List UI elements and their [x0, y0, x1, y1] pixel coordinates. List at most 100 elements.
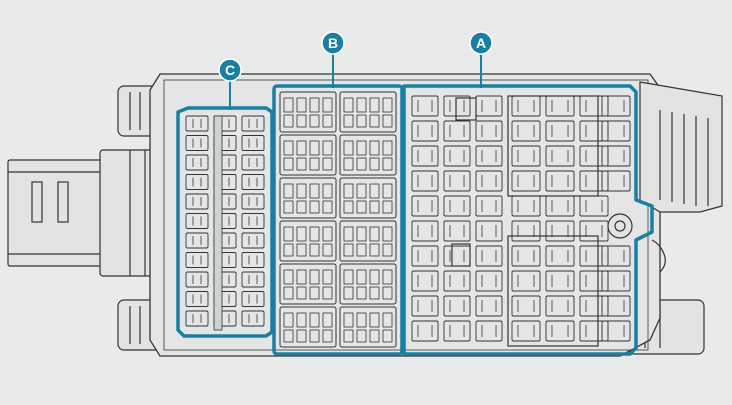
- fuse-slot: [511, 220, 541, 242]
- callout-a-label: A: [476, 35, 486, 51]
- fuse-slot: [511, 245, 541, 267]
- relay-slot: [279, 91, 337, 133]
- fuse-slot: [545, 270, 575, 292]
- fuse-slot: [443, 120, 471, 142]
- fuse-slot: [185, 310, 209, 327]
- fuse-slot: [545, 220, 575, 242]
- fuse-slot: [185, 291, 209, 307]
- fuse-slot: [545, 170, 575, 192]
- fuse-slot: [475, 170, 503, 192]
- fuse-slot: [411, 295, 439, 317]
- fuse-slot: [411, 320, 439, 342]
- section-b-outline: [272, 84, 404, 356]
- fuse-slot: [601, 95, 631, 117]
- fuse-slot: [601, 270, 631, 292]
- fuse-slot: [545, 120, 575, 142]
- callout-c: C: [218, 58, 242, 82]
- fuse-slot: [601, 170, 631, 192]
- callout-b: B: [321, 31, 345, 55]
- fuse-slot: [475, 295, 503, 317]
- fuse-slot: [511, 295, 541, 317]
- callout-leaders: [229, 54, 482, 110]
- fuse-slot: [443, 170, 471, 192]
- section-c-fuses: [185, 115, 265, 331]
- section-b-fuses: [279, 91, 397, 348]
- fuse-slot: [511, 270, 541, 292]
- fuse-slot: [241, 291, 265, 307]
- fuse-slot: [185, 252, 209, 268]
- fuse-slot: [411, 270, 439, 292]
- fuse-slot: [185, 271, 209, 288]
- relay-slot: [279, 177, 337, 219]
- relay-slot: [279, 220, 337, 262]
- fuse-slot: [185, 174, 209, 190]
- fuse-slot: [443, 270, 471, 292]
- fuse-slot: [475, 320, 503, 342]
- section-c-outline: [176, 106, 274, 338]
- fuse-slot: [443, 220, 471, 242]
- fuse-slot: [443, 95, 471, 117]
- fuse-slot: [185, 232, 209, 249]
- fuse-slot: [511, 320, 541, 342]
- callout-b-label: B: [328, 35, 338, 51]
- left-connector: [7, 149, 161, 277]
- fuse-slot: [241, 115, 265, 132]
- fuse-slot: [443, 195, 471, 217]
- fuse-slot: [545, 245, 575, 267]
- relay-slot: [339, 177, 397, 219]
- section-a-outline: [402, 84, 654, 356]
- fuse-slot: [545, 320, 575, 342]
- relay-slot: [339, 134, 397, 176]
- relay-slot: [279, 306, 337, 348]
- fuse-slot: [411, 245, 439, 267]
- fuse-slot: [241, 193, 265, 210]
- fuse-slot: [475, 120, 503, 142]
- fuse-slot: [443, 320, 471, 342]
- fuse-slot: [241, 232, 265, 249]
- fuse-slot: [241, 174, 265, 190]
- fuse-slot: [241, 310, 265, 327]
- fuse-slot: [241, 271, 265, 288]
- fuse-slot: [601, 295, 631, 317]
- fuse-slot: [475, 245, 503, 267]
- fuse-slot: [511, 170, 541, 192]
- fuse-slot: [475, 220, 503, 242]
- fuse-slot: [411, 95, 439, 117]
- fuse-slot: [185, 193, 209, 210]
- fuse-slot: [185, 135, 209, 151]
- callout-a: A: [469, 31, 493, 55]
- section-a-fuses: [411, 95, 631, 347]
- fuse-slot: [185, 115, 209, 132]
- fuse-slot: [411, 195, 439, 217]
- fuse-slot: [475, 270, 503, 292]
- section-outlines: [176, 84, 654, 356]
- fuse-slot: [443, 295, 471, 317]
- relay-slot: [339, 306, 397, 348]
- fuse-slot: [475, 195, 503, 217]
- fuse-slot: [411, 120, 439, 142]
- fuse-slot: [443, 145, 471, 167]
- relay-slot: [279, 134, 337, 176]
- relay-slot: [339, 220, 397, 262]
- callout-c-label: C: [225, 62, 235, 78]
- fuse-slot: [241, 252, 265, 268]
- fuse-slot: [545, 145, 575, 167]
- fuse-slot: [411, 220, 439, 242]
- fuse-slot: [511, 120, 541, 142]
- fuse-slot: [411, 145, 439, 167]
- fuse-slot: [545, 295, 575, 317]
- fuse-slot: [601, 145, 631, 167]
- fuse-slot: [579, 220, 609, 242]
- fuse-slot: [185, 213, 209, 229]
- relay-slot: [279, 263, 337, 305]
- relay-slot: [339, 91, 397, 133]
- fuse-slot: [241, 135, 265, 151]
- right-bracket: [607, 81, 723, 273]
- fuse-slot: [241, 154, 265, 171]
- fuse-slot: [241, 213, 265, 229]
- fuse-slot: [185, 154, 209, 171]
- fuse-slot: [601, 245, 631, 267]
- fuse-slot: [601, 320, 631, 342]
